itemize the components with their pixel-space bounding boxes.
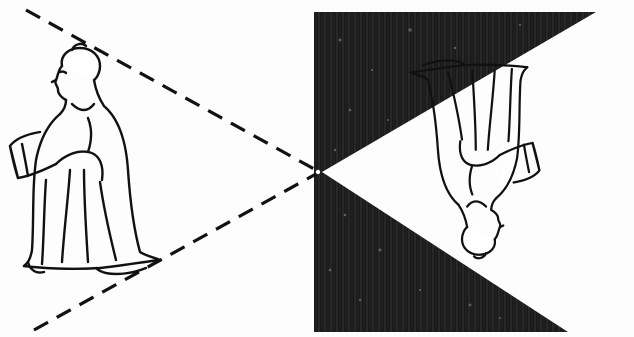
- wall-upper-dark: [314, 12, 596, 172]
- upright-person-icon: [10, 44, 160, 274]
- ray-upper: [26, 10, 316, 170]
- pinhole-icon: [316, 170, 320, 174]
- wall-lower-dark: [314, 172, 568, 332]
- inverted-person-icon: [410, 60, 539, 258]
- ray-lower: [34, 174, 316, 330]
